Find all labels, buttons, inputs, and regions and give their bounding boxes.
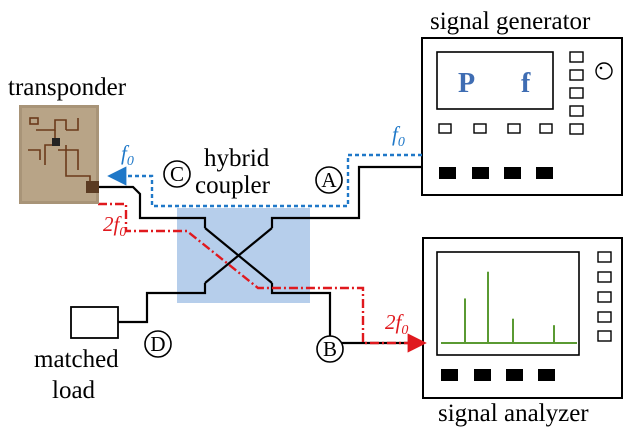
signal-analyzer	[422, 237, 623, 399]
hybrid-label-line2: coupler	[195, 172, 271, 199]
analyzer-screen	[436, 251, 580, 356]
2f0-label-transponder: 2f0	[103, 212, 126, 240]
port-d: D	[144, 330, 172, 358]
f0-label-generator: f0	[392, 122, 405, 150]
signal-analyzer-label: signal analyzer	[438, 400, 589, 427]
coupler-cross	[204, 227, 273, 284]
generator-p-label: P	[458, 68, 475, 99]
analyzer-black-keys	[441, 369, 555, 381]
f0-label-transponder: f0	[121, 141, 134, 169]
signal-generator-label: signal generator	[430, 8, 591, 35]
signal-generator: P f	[421, 37, 623, 196]
port-a: A	[315, 166, 343, 194]
hybrid-coupler-box	[177, 208, 310, 303]
transponder-label: transponder	[8, 74, 127, 101]
generator-black-keys	[439, 167, 553, 179]
svg-text:A: A	[321, 168, 337, 192]
fundamental-path	[107, 153, 422, 208]
matched-load-label-line1: matched	[34, 346, 119, 373]
generator-screen	[436, 51, 554, 110]
generator-side-buttons	[569, 51, 584, 135]
transponder-board	[19, 105, 99, 204]
2f0-label-analyzer: 2f0	[385, 310, 408, 338]
spectrum-lines	[441, 271, 577, 344]
svg-text:B: B	[323, 337, 337, 361]
port-c: C	[163, 160, 191, 188]
transmission-lines	[98, 165, 423, 345]
svg-text:D: D	[150, 332, 165, 356]
harmonic-path	[98, 202, 427, 353]
hybrid-label-line1: hybrid	[204, 145, 270, 172]
analyzer-side-buttons	[597, 251, 612, 342]
matched-load-label-line2: load	[52, 377, 96, 404]
matched-load-box	[70, 306, 119, 339]
generator-button-row	[438, 123, 553, 134]
generator-f-label: f	[521, 68, 531, 99]
generator-knob-icon	[595, 62, 613, 80]
svg-text:C: C	[170, 162, 184, 186]
port-b: B	[316, 335, 344, 363]
